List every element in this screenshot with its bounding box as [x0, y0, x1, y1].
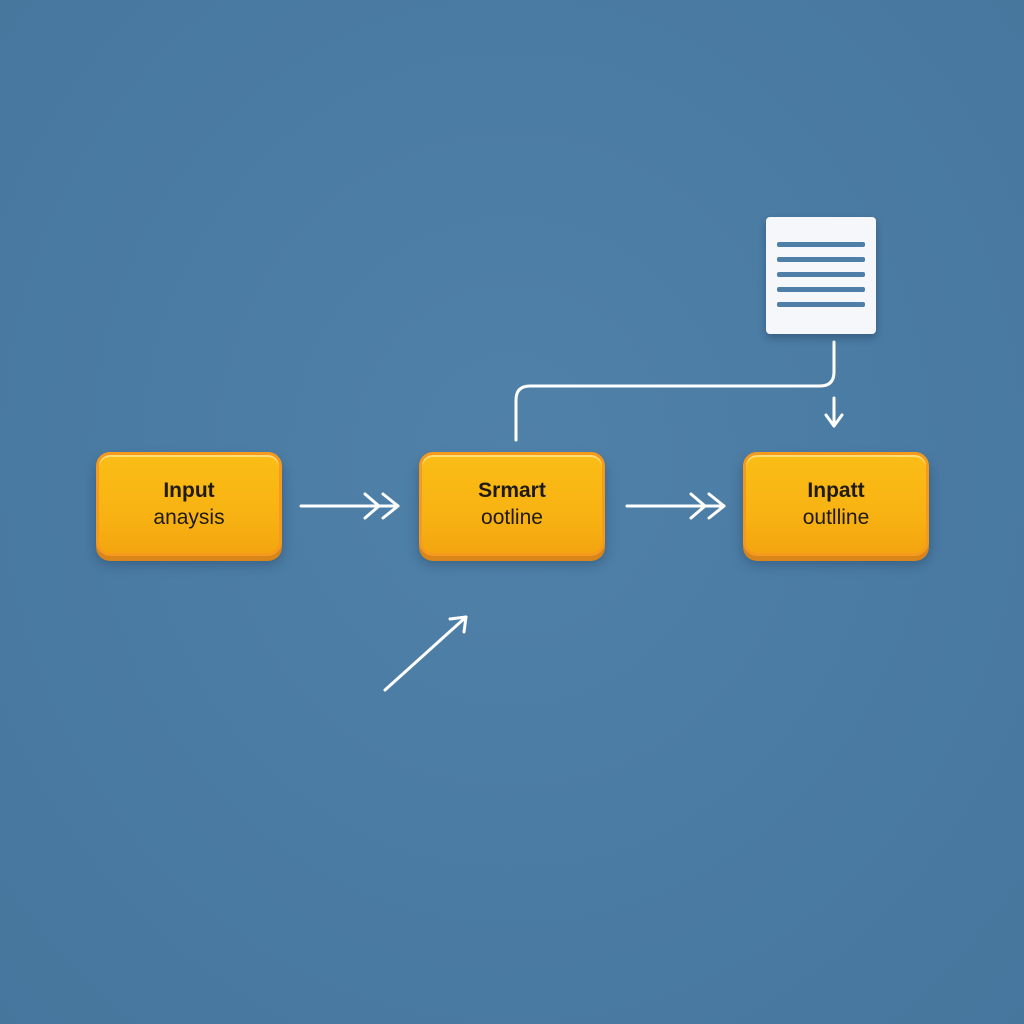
node-title: Input [163, 479, 215, 502]
document-line [777, 257, 865, 262]
document-line [777, 287, 865, 292]
node-title: Srmart [478, 479, 546, 502]
arrow-diagonal-to-smart [383, 615, 468, 692]
document-icon [766, 217, 876, 334]
arrow-document-to-output [824, 396, 844, 428]
node-smart-outline: Srmart ootline [419, 452, 605, 556]
node-title: Inpatt [807, 479, 865, 502]
node-subtitle: anaysis [153, 506, 225, 529]
arrow-input-to-smart [299, 492, 400, 520]
document-line [777, 302, 865, 307]
node-subtitle: outlline [802, 506, 870, 529]
node-input-outline: Inpatt outlline [743, 452, 929, 556]
node-subtitle: ootline [481, 506, 543, 529]
document-line [777, 272, 865, 277]
connector-smart-to-document [514, 340, 836, 442]
node-input-analysis: Input anaysis [96, 452, 282, 556]
document-line [777, 242, 865, 247]
arrow-smart-to-output [625, 492, 726, 520]
